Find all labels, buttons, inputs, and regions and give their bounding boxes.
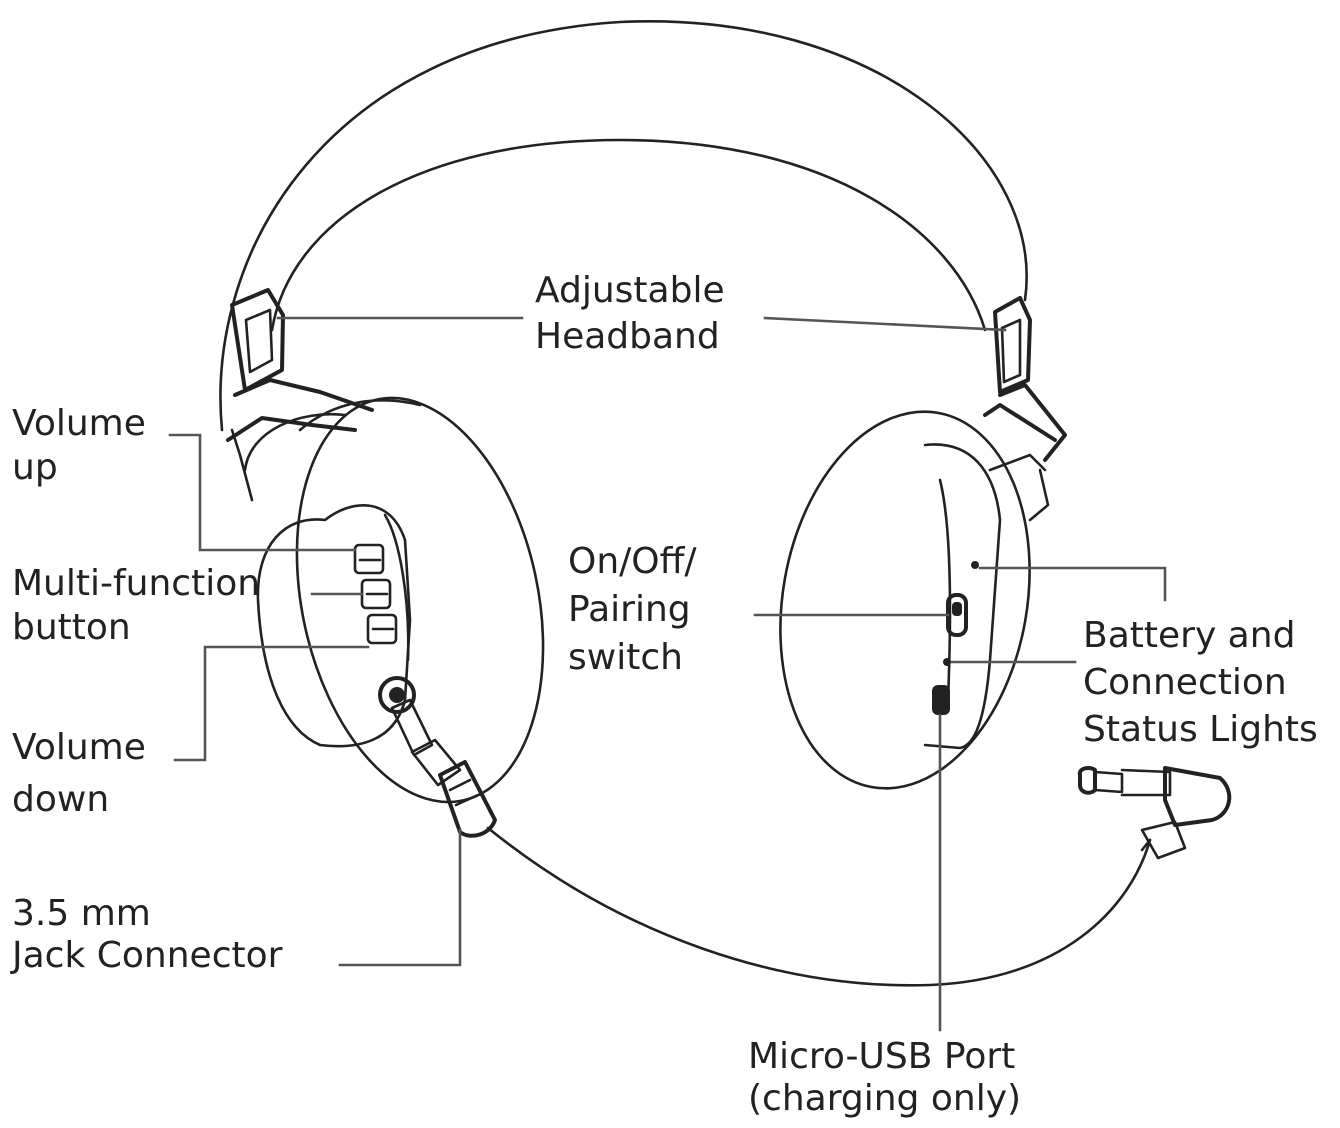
audio-cable (486, 826, 1152, 987)
leader-lines (168, 316, 1167, 1032)
headband-outer-arc (219, 20, 1028, 432)
battery-light-leader (978, 566, 1167, 602)
battery-status-light (971, 561, 979, 569)
volume-up-leader (168, 433, 357, 552)
label-status-lights: Battery and Connection Status Lights (1083, 615, 1318, 750)
left-slider (226, 288, 374, 502)
loose-plug (1077, 765, 1232, 860)
label-volume-down: Volume down (12, 727, 146, 820)
volume-down-leader (173, 645, 370, 762)
label-adjustable-headband: Adjustable Headband (535, 270, 725, 357)
label-jack-connector: 3.5 mm Jack Connector (12, 893, 283, 976)
label-volume-up: Volume up (12, 403, 146, 488)
right-earcup (779, 410, 1031, 790)
headband-leader-right (763, 316, 1007, 332)
headband-inner-arc (270, 138, 987, 332)
jack-connector-leader (338, 828, 462, 967)
jack-socket (378, 676, 416, 714)
usb-port (932, 685, 950, 715)
label-multi-function-button: Multi-function button (12, 563, 261, 648)
connection-status-light (943, 658, 951, 666)
label-usb-port: Micro-USB Port (charging only) (748, 1036, 1022, 1119)
inserted-plug (390, 698, 497, 838)
left-earcup (256, 396, 545, 804)
right-slider (983, 296, 1067, 522)
label-power-switch: On/Off/ Pairing switch (568, 541, 697, 678)
